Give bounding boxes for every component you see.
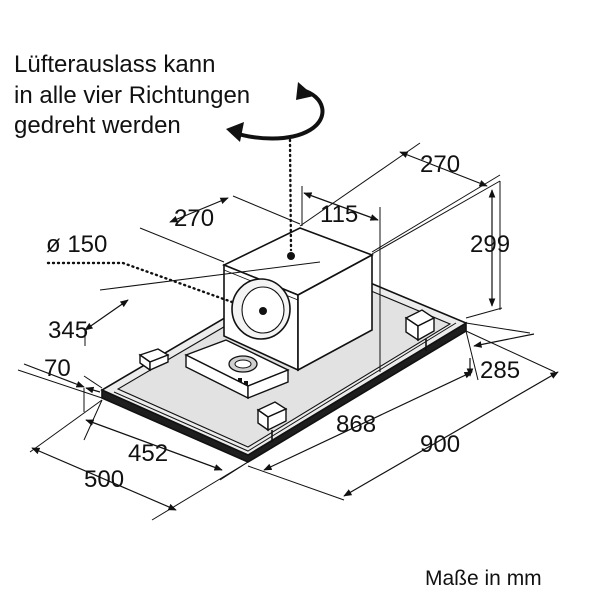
- fan-outlet-150: [231, 278, 291, 340]
- note-line-3: gedreht werden: [14, 112, 181, 139]
- units-label: Maße in mm: [425, 567, 542, 590]
- dim-452: 452: [128, 440, 168, 467]
- dim-offset: 115: [320, 201, 358, 228]
- rotation-arrow-icon: [226, 82, 325, 142]
- corner-clamp: [404, 309, 436, 351]
- dim-900: 900: [420, 431, 460, 458]
- diameter-label: ø 150: [46, 231, 107, 258]
- dim-top-width: 270: [420, 151, 460, 178]
- dimension-lines: [17, 142, 559, 521]
- dim-top-depth: 270: [174, 205, 214, 232]
- rotation-axis-point: [287, 252, 295, 260]
- dim-500: 500: [84, 466, 124, 493]
- dim-868: 868: [336, 411, 376, 438]
- rotation-axis-line: [288, 138, 293, 252]
- dim-285: 285: [480, 357, 520, 384]
- note-line-1: Lüfterauslass kann: [14, 51, 215, 78]
- diameter-leader: [46, 261, 234, 304]
- dim-height: 299: [470, 231, 510, 258]
- corner-clamp: [138, 348, 170, 372]
- note-line-2: in alle vier Richtungen: [14, 82, 250, 109]
- dim-70: 70: [44, 355, 71, 382]
- dim-345: 345: [48, 317, 88, 344]
